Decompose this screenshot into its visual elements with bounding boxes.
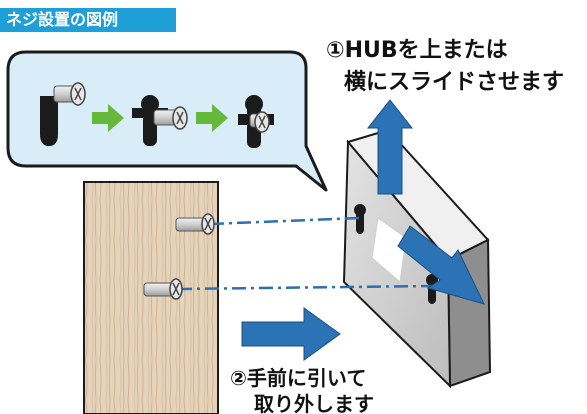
arrow-up-icon [366,99,414,195]
alignment-guides [177,216,433,291]
wooden-wall [83,181,219,414]
slide-instruction-line-2: 横にスライドさせます [344,70,565,95]
arrow-right-icon [92,104,124,132]
keyhole-stage-1 [40,82,86,146]
slide-right-arrow [397,225,485,305]
slide-instruction-line-1: ①HUBを上または [326,38,508,63]
keyhole-icon [354,204,366,234]
screw-icon [175,213,215,235]
pull-instruction-line-2: 取り外します [254,392,374,414]
pull-arrow [241,307,341,361]
pull-instruction-line-1: ②手前に引いて [230,366,367,390]
arrow-right-icon [196,104,228,132]
keyhole-stage-2 [132,95,188,146]
page-title: ネジ設置の図例 [0,8,176,32]
screw-icon [143,278,183,300]
keyhole-stage-3 [238,95,274,148]
